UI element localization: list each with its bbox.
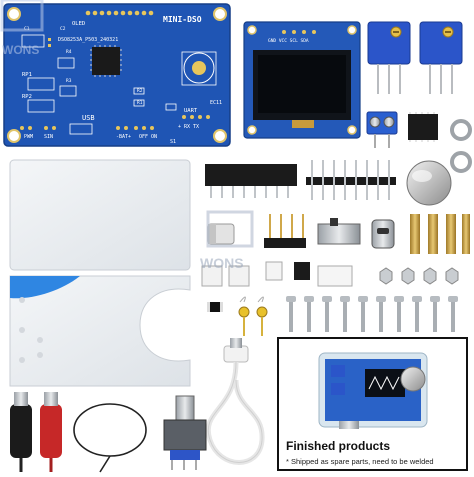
pcb-usb-label: USB xyxy=(82,114,95,122)
pcb-title: MINI-DSO xyxy=(163,15,202,24)
pcb-oled-label: OLED xyxy=(72,21,85,27)
pcb-sin-label: SIN xyxy=(44,134,53,140)
battery-connector xyxy=(265,261,310,281)
finished-products-title: Finished products xyxy=(286,439,391,453)
acrylic-bottom-panel xyxy=(9,275,191,387)
pcb-rp2-label: RP2 xyxy=(22,94,32,100)
tactile-button xyxy=(201,265,250,287)
hex-nut xyxy=(379,267,459,285)
smd-resistor xyxy=(207,302,223,312)
pcb-ec-label: EC11 xyxy=(210,100,222,106)
pcb-rp1-label: RP1 xyxy=(22,72,32,78)
brand-watermark-top: WONS xyxy=(0,0,44,57)
watermark-text: WONS xyxy=(2,43,39,57)
female-header xyxy=(205,164,297,198)
screw-terminal xyxy=(366,111,398,148)
probe-wire xyxy=(73,403,147,473)
ic-chip xyxy=(408,112,438,142)
knob-cap xyxy=(406,160,452,206)
pcb-r-label: R1 xyxy=(137,100,143,106)
pcb-r-label: R2 xyxy=(137,88,143,94)
alligator-clip xyxy=(40,392,62,472)
finished-product-panel: Finished products * Shipped as spare par… xyxy=(277,337,468,471)
pcb-bat-label: -BAT+ xyxy=(116,134,131,140)
capacitor xyxy=(207,223,235,245)
acrylic-top-panel xyxy=(9,159,191,271)
pcb-s1-label: S1 xyxy=(170,139,176,145)
main-pcb: OLED DSO8253A_P503_240321 MINI-DSO xyxy=(3,3,231,147)
usb-cable xyxy=(205,338,265,465)
washer xyxy=(450,151,472,173)
pcb-off-on-label: OFF ON xyxy=(139,134,157,140)
washer xyxy=(450,119,472,141)
alligator-clip xyxy=(10,392,32,472)
finished-product-image xyxy=(318,352,428,429)
watermark-text: WONS xyxy=(200,255,244,271)
brass-standoff xyxy=(410,214,470,254)
pcb-revision-label: DSO8253A_P503_240321 xyxy=(58,37,118,43)
pcb-uart-label: UART xyxy=(184,108,198,114)
screw xyxy=(286,296,458,332)
jst-connector xyxy=(317,265,353,287)
pcb-c-label: C2 xyxy=(60,26,66,32)
oled-pin-label: GND VCC SCL SDA xyxy=(268,38,309,44)
trimmer-pot xyxy=(367,21,411,94)
brand-watermark-center: WONS xyxy=(200,210,254,271)
oled-module: GND VCC SCL SDA xyxy=(243,21,361,139)
slide-switch xyxy=(317,218,361,245)
finished-products-note: * Shipped as spare parts, need to be wel… xyxy=(286,457,434,466)
male-header xyxy=(306,160,396,200)
right-angle-header xyxy=(264,214,306,248)
pcb-r-label: R3 xyxy=(66,78,72,84)
pcb-rx-tx-label: + RX TX xyxy=(178,124,199,130)
test-pin xyxy=(238,296,268,336)
usb-c-connector xyxy=(371,219,395,249)
pcb-pwm-label: PWM xyxy=(24,134,33,140)
pcb-r-label: R4 xyxy=(66,49,72,55)
trimmer-pot xyxy=(419,21,463,94)
rotary-encoder xyxy=(163,395,207,470)
